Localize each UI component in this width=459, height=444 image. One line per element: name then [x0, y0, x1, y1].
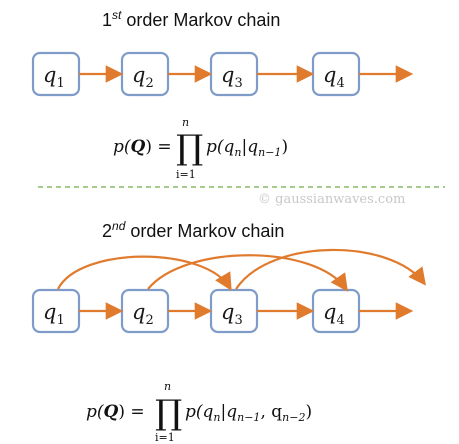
second-order-equation: p(Q) = n ∏ i=1 p(qn|qn−1, qn−2): [86, 380, 312, 444]
skip-arrow-q3-out: [235, 248, 426, 290]
first-order-chain: q1 q2 q3 q4: [31, 51, 414, 97]
state-q1-second: q1: [31, 288, 81, 334]
state-q1: q1: [31, 51, 81, 97]
second-order-chain: q1 q2 q3 q4: [31, 248, 426, 334]
skip-arrow-q1-q3: [57, 255, 232, 291]
svg-text:q4: q4: [323, 63, 345, 91]
second-order-title: 2nd order Markov chain: [102, 219, 284, 241]
product-symbol: ∏: [176, 128, 203, 168]
state-q3: q3: [209, 51, 259, 97]
state-q2-second: q2: [120, 288, 170, 334]
skip-arrow-q2-q4: [147, 254, 348, 292]
product-upper-limit-second: n: [164, 380, 171, 393]
svg-text:p(qn|qn−1): p(qn|qn−1): [206, 137, 288, 159]
svg-text:q2: q2: [132, 300, 154, 328]
state-q4: q4: [311, 51, 361, 97]
svg-text:p(qn|qn−1, qn−2): p(qn|qn−1, qn−2): [185, 402, 312, 424]
product-symbol-second: ∏: [155, 393, 182, 433]
svg-text:p(Q) =: p(Q) =: [113, 137, 172, 157]
svg-text:p(Q) =: p(Q) =: [86, 402, 145, 422]
state-q3-second: q3: [209, 288, 259, 334]
state-q2: q2: [120, 51, 170, 97]
state-q4-second: q4: [311, 288, 361, 334]
svg-text:q4: q4: [323, 300, 345, 328]
first-order-title: 1st order Markov chain: [102, 8, 280, 30]
watermark: © gaussianwaves.com: [258, 192, 405, 207]
svg-text:q3: q3: [221, 63, 243, 91]
svg-text:q2: q2: [132, 63, 154, 91]
svg-text:q1: q1: [43, 63, 65, 91]
product-upper-limit: n: [182, 116, 189, 129]
svg-text:q1: q1: [43, 300, 65, 328]
product-lower-limit-second: i=1: [155, 431, 175, 444]
product-lower-limit: i=1: [176, 168, 196, 181]
svg-text:q3: q3: [221, 300, 243, 328]
first-order-equation: p(Q) = n ∏ i=1 p(qn|qn−1): [113, 116, 288, 181]
